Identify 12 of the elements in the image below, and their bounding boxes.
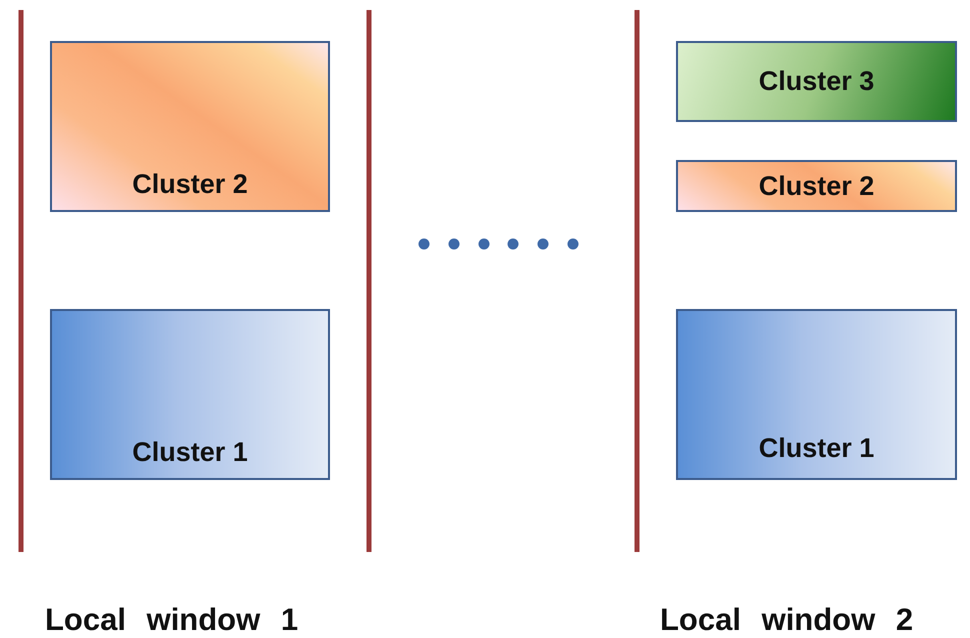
cluster-label: Cluster 2 xyxy=(758,170,874,202)
cluster-label: Cluster 3 xyxy=(758,66,874,97)
cluster-label: Cluster 1 xyxy=(132,437,248,468)
cluster-box xyxy=(50,41,330,212)
window-label: Local window 1 xyxy=(45,602,298,638)
cluster-label: Cluster 2 xyxy=(132,169,248,200)
cluster-box xyxy=(50,309,330,480)
cluster-box xyxy=(676,309,957,480)
window-label: Local window 2 xyxy=(660,602,914,638)
cluster-box xyxy=(676,41,957,122)
cluster-label: Cluster 1 xyxy=(758,433,874,464)
cluster-box xyxy=(676,160,957,212)
